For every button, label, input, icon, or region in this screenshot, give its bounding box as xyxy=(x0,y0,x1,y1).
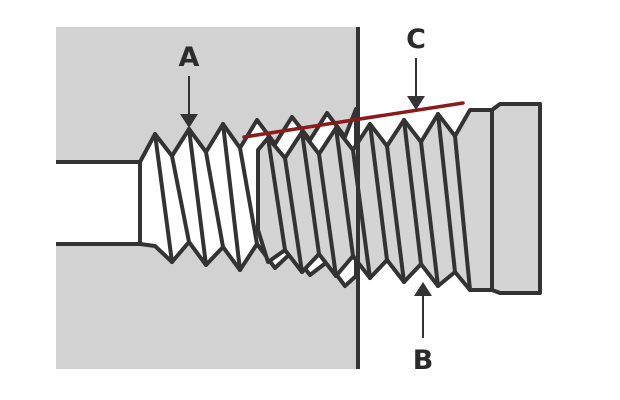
label-c-group: C xyxy=(406,24,426,110)
bolt-shank xyxy=(490,102,542,295)
external-thread-flanks xyxy=(266,112,472,292)
internal-thread-flanks xyxy=(153,122,259,272)
arrow-a-head xyxy=(180,114,198,128)
label-a-group: A xyxy=(179,42,200,128)
arrow-b-head xyxy=(414,282,432,296)
taper-line xyxy=(242,101,465,139)
label-c: C xyxy=(406,24,426,55)
arrow-c-head xyxy=(407,96,425,110)
label-b-group: B xyxy=(413,282,434,376)
bore-outline xyxy=(56,160,142,246)
label-a: A xyxy=(179,42,200,73)
bore-plain-section xyxy=(56,162,140,244)
label-b: B xyxy=(413,345,434,376)
